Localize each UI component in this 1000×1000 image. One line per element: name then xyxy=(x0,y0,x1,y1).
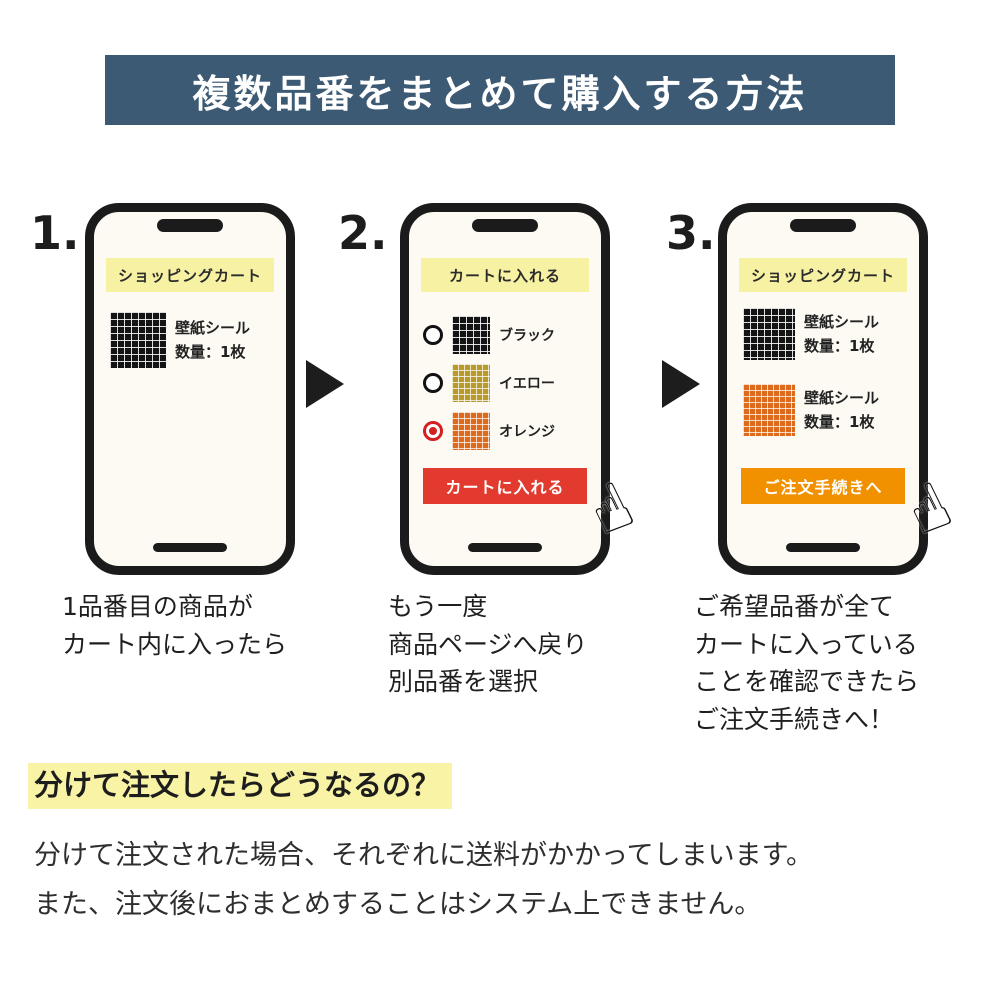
color-option-orange[interactable]: オレンジ xyxy=(423,412,555,450)
footer-heading: 分けて注文したらどうなるの？ xyxy=(28,762,453,809)
black-grid-swatch-icon xyxy=(110,312,166,368)
highlighted-heading-text: 分けて注文したらどうなるの？ xyxy=(28,763,453,809)
radio-unselected-icon[interactable] xyxy=(423,373,443,393)
arrow-right-icon xyxy=(306,360,344,408)
caption-line: ことを確認できたら xyxy=(694,667,920,696)
phone-frame-step2: カートに入れる ブラック イエロー オレンジ カートに入れる ☝ xyxy=(400,203,645,575)
step-2-caption: もう一度 商品ページへ戻り 別品番を選択 xyxy=(388,588,588,701)
black-grid-swatch-icon xyxy=(743,308,795,360)
hand-cursor-icon: ☝ xyxy=(895,468,964,552)
radio-unselected-icon[interactable] xyxy=(423,325,443,345)
hand-cursor-icon: ☝ xyxy=(577,468,646,552)
page-title: 複数品番をまとめて購入する方法 xyxy=(105,55,895,125)
phone-home-bar xyxy=(468,543,542,552)
option-label: ブラック xyxy=(499,328,555,344)
yellow-grid-swatch-icon xyxy=(452,364,490,402)
option-label: オレンジ xyxy=(499,424,555,440)
item-name: 壁紙シール xyxy=(804,389,880,407)
add-to-cart-banner: カートに入れる xyxy=(421,258,589,292)
caption-line: 別品番を選択 xyxy=(388,667,539,696)
option-label: イエロー xyxy=(499,376,555,392)
cart-item: 壁紙シール 数量：1枚 xyxy=(743,308,879,360)
phone-notch xyxy=(157,219,223,232)
add-to-cart-button[interactable]: カートに入れる xyxy=(423,468,587,504)
orange-grid-swatch-icon xyxy=(452,412,490,450)
caption-line: カート内に入ったら xyxy=(62,629,288,659)
item-qty: 数量：1枚 xyxy=(175,343,246,361)
caption-line: 1品番目の商品が xyxy=(62,592,253,621)
phone-notch xyxy=(472,219,538,232)
radio-selected-icon[interactable] xyxy=(423,421,443,441)
checkout-button[interactable]: ご注文手続きへ xyxy=(741,468,905,504)
item-name: 壁紙シール xyxy=(175,319,251,337)
caption-line: ご希望品番が全て xyxy=(694,592,895,621)
phone-home-bar xyxy=(786,543,860,552)
black-grid-swatch-icon xyxy=(452,316,490,354)
phone-frame-step1: ショッピングカート 壁紙シール 数量：1枚 xyxy=(85,203,295,575)
shopping-cart-banner: ショッピングカート xyxy=(106,258,274,292)
footer-body-line: 分けて注文された場合、それぞれに送料がかかってしまいます。 xyxy=(34,840,813,871)
caption-line: カートに入っている xyxy=(694,629,918,659)
footer-body: 分けて注文された場合、それぞれに送料がかかってしまいます。 また、注文後におまと… xyxy=(34,832,813,929)
cart-item-text: 壁紙シール 数量：1枚 xyxy=(804,386,879,434)
step-2-number: 2. xyxy=(338,206,388,260)
color-option-black[interactable]: ブラック xyxy=(423,316,555,354)
phone-home-bar xyxy=(153,543,227,552)
cart-item: 壁紙シール 数量：1枚 xyxy=(110,312,250,368)
phone-notch xyxy=(790,219,856,232)
item-qty: 数量：1枚 xyxy=(804,413,875,431)
cart-item-text: 壁紙シール 数量：1枚 xyxy=(804,310,879,358)
item-qty: 数量：1枚 xyxy=(804,337,875,355)
cart-item-text: 壁紙シール 数量：1枚 xyxy=(175,316,250,364)
item-name: 壁紙シール xyxy=(804,313,880,331)
step-1-number: 1. xyxy=(30,206,80,260)
arrow-right-icon xyxy=(662,360,700,408)
orange-grid-swatch-icon xyxy=(743,384,795,436)
caption-line: もう一度 xyxy=(388,592,488,621)
color-option-yellow[interactable]: イエロー xyxy=(423,364,555,402)
caption-line: ご注文手続きへ！ xyxy=(694,704,895,734)
phone-frame-step3: ショッピングカート 壁紙シール 数量：1枚 壁紙シール 数量：1枚 ご注文手続き… xyxy=(718,203,963,575)
caption-line: 商品ページへ戻り xyxy=(388,629,588,659)
shopping-cart-banner: ショッピングカート xyxy=(739,258,907,292)
footer-body-line: また、注文後におまとめすることはシステム上できません。 xyxy=(34,888,762,920)
step-1-caption: 1品番目の商品が カート内に入ったら xyxy=(62,588,287,663)
step-3-number: 3. xyxy=(666,206,716,260)
step-3-caption: ご希望品番が全て カートに入っている ことを確認できたら ご注文手続きへ！ xyxy=(694,588,919,738)
cart-item: 壁紙シール 数量：1枚 xyxy=(743,384,879,436)
